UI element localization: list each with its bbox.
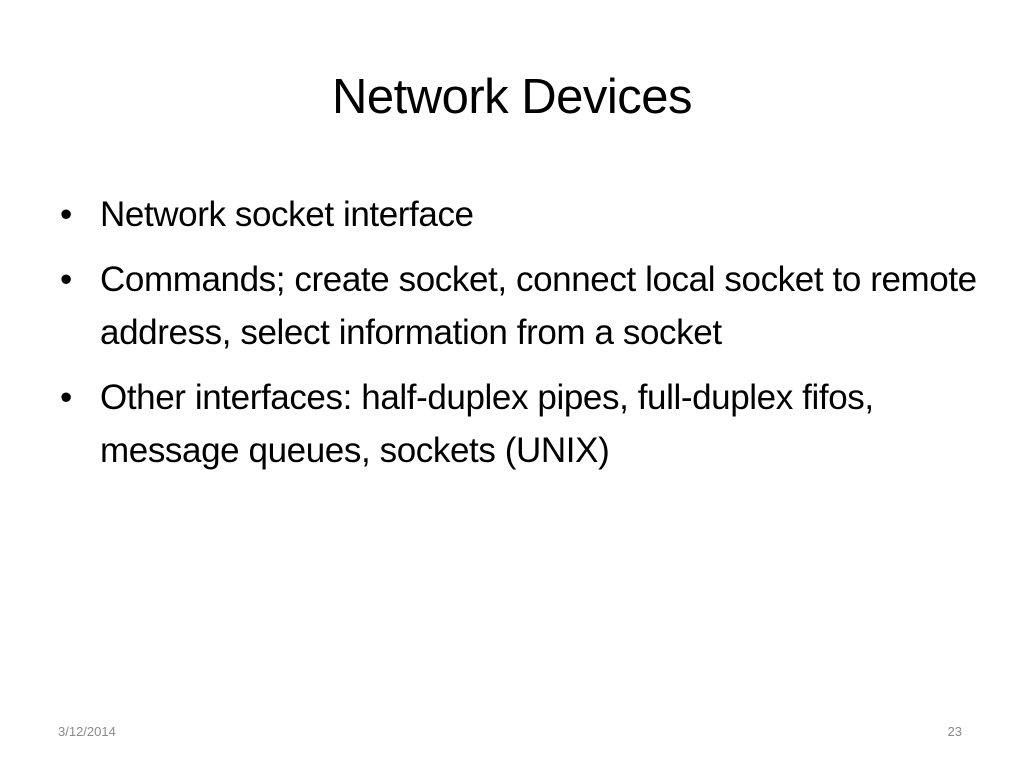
bullet-text: Other interfaces: half-duplex pipes, ful… [100, 378, 874, 470]
bullet-icon: • [60, 195, 72, 234]
bullet-item: • Commands; create socket, connect local… [58, 253, 978, 359]
bullet-icon: • [60, 260, 72, 299]
bullet-list: • Network socket interface • Commands; c… [58, 188, 978, 489]
slide-title: Network Devices [331, 70, 693, 124]
bullet-text: Commands; create socket, connect local s… [100, 260, 977, 352]
bullet-item: • Other interfaces: half-duplex pipes, f… [58, 371, 978, 477]
footer-date: 3/12/2014 [58, 724, 116, 739]
bullet-text: Network socket interface [100, 195, 474, 234]
bullet-item: • Network socket interface [58, 188, 978, 241]
footer-page-number: 23 [947, 724, 962, 739]
bullet-icon: • [60, 378, 72, 417]
